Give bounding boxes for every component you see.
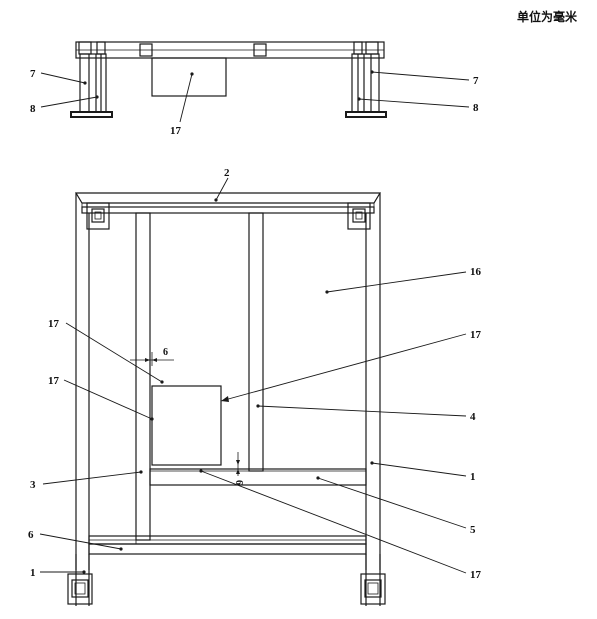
box-17-top	[151, 57, 227, 97]
corner-bracket-left	[86, 202, 110, 230]
left-base-plate	[70, 111, 113, 118]
corner-bracket-right	[347, 202, 371, 230]
beam-bracket	[139, 43, 153, 57]
label-8-right: 8	[473, 102, 479, 114]
dimension-6-bottom: 6	[233, 452, 244, 485]
label-17-upper-left: 17	[48, 318, 60, 330]
right-leg-top	[345, 41, 387, 118]
unit-note: 单位为毫米	[517, 10, 578, 24]
left-foot	[67, 554, 93, 606]
label-5: 5	[470, 524, 476, 536]
label-17-bottom: 17	[470, 569, 482, 581]
label-17-right: 17	[470, 329, 482, 341]
column-4	[248, 212, 264, 472]
top-view: 7 8 7 8 17	[30, 41, 479, 137]
dimension-6-top: 6	[130, 347, 174, 366]
top-frame-rail	[81, 206, 375, 214]
column-3	[135, 212, 151, 541]
right-foot	[360, 554, 386, 606]
right-base-plate	[345, 111, 387, 118]
beam-bracket	[253, 43, 267, 57]
label-17-mid-left: 17	[48, 375, 60, 387]
left-leg-top	[70, 41, 113, 118]
beam-6-lower	[88, 543, 367, 555]
label-3: 3	[30, 479, 36, 491]
beam-5	[149, 468, 367, 486]
label-1-left: 1	[30, 567, 36, 579]
label-17-top: 17	[170, 125, 182, 137]
label-1-right: 1	[470, 471, 476, 483]
label-7-right: 7	[473, 75, 479, 87]
box-17-front	[151, 385, 222, 466]
label-7-left: 7	[30, 68, 36, 80]
top-frame-bevel	[74, 192, 382, 204]
label-16: 16	[470, 266, 482, 278]
dim-6-top-text: 6	[163, 347, 168, 358]
label-6-left: 6	[28, 529, 34, 541]
front-view: 6 6	[28, 167, 482, 606]
label-2: 2	[224, 167, 230, 179]
dim-6-bottom-text: 6	[233, 480, 244, 485]
label-8-left: 8	[30, 103, 36, 115]
label-4: 4	[470, 411, 476, 423]
